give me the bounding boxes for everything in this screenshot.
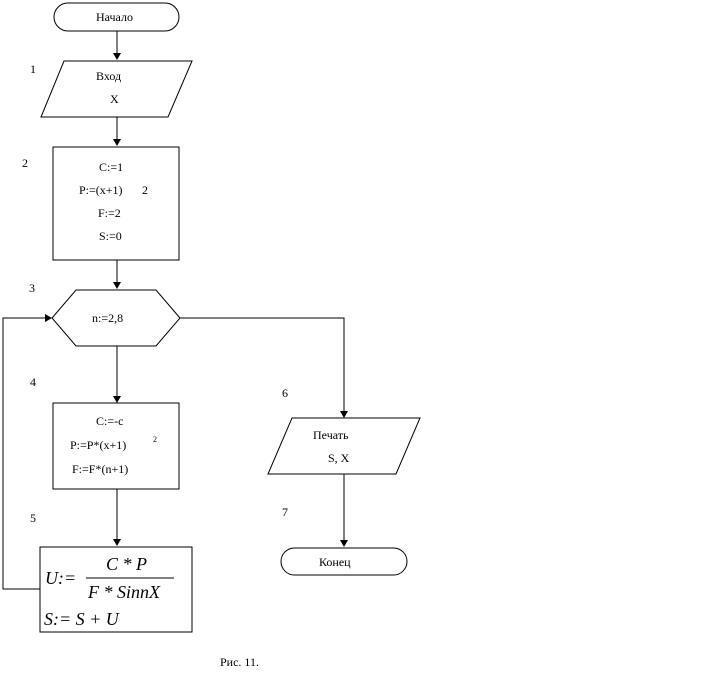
calc-numerator: C * P <box>106 554 147 574</box>
arrow-head <box>340 540 348 547</box>
init-line-4: S:=0 <box>99 229 122 243</box>
body-line-3: F:=F*(n+1) <box>72 462 128 476</box>
arrow-head <box>45 314 52 322</box>
init-line-3: F:=2 <box>98 206 121 220</box>
loop-label: n:=2,8 <box>92 311 123 325</box>
body-line-1: C:=-c <box>96 414 123 428</box>
init-block: C:=1 P:=(x+1) F:=2 S:=0 2 <box>52 146 180 261</box>
init-line-1: C:=1 <box>99 160 123 174</box>
input-line2: X <box>110 92 119 106</box>
input-block: Вход X <box>40 60 193 118</box>
block-number-3: 3 <box>29 281 35 295</box>
block-number-7: 7 <box>282 505 288 519</box>
calc-u-lhs: U:= <box>45 568 76 588</box>
end-label: Конец <box>319 555 351 569</box>
init-line-2: P:=(x+1) <box>79 183 123 197</box>
arrow-head <box>113 282 121 289</box>
print-line2: S, X <box>328 451 350 465</box>
body-side-number: 2 <box>153 435 157 444</box>
calc-block: U:= C * P F * SinnX S:= S + U <box>39 546 193 633</box>
block-number-6: 6 <box>282 386 288 400</box>
end-terminal: Конец <box>280 547 408 576</box>
arrow-head <box>113 53 121 60</box>
print-block: Печать S, X <box>267 417 421 475</box>
body-block: C:=-c P:=P*(x+1) F:=F*(n+1) 2 <box>52 402 180 490</box>
block-number-1: 1 <box>30 62 36 76</box>
start-terminal: Начало <box>53 2 180 32</box>
loop-block: n:=2,8 <box>51 289 181 347</box>
calc-s-line: S:= S + U <box>44 609 120 629</box>
input-line1: Вход <box>96 69 121 83</box>
init-side-number: 2 <box>142 183 148 197</box>
arrow-head <box>340 411 348 418</box>
arrow-head <box>113 139 121 146</box>
body-line-2: P:=P*(x+1) <box>70 438 126 452</box>
figure-caption: Рис. 11. <box>220 655 259 669</box>
block-number-5: 5 <box>30 511 36 525</box>
arrow-head <box>113 539 121 546</box>
block-number-4: 4 <box>30 375 36 389</box>
start-label: Начало <box>96 10 133 24</box>
calc-denominator: F * SinnX <box>87 582 161 602</box>
arrow-head <box>113 396 121 403</box>
print-line1: Печать <box>313 428 349 442</box>
block-number-2: 2 <box>22 156 28 170</box>
